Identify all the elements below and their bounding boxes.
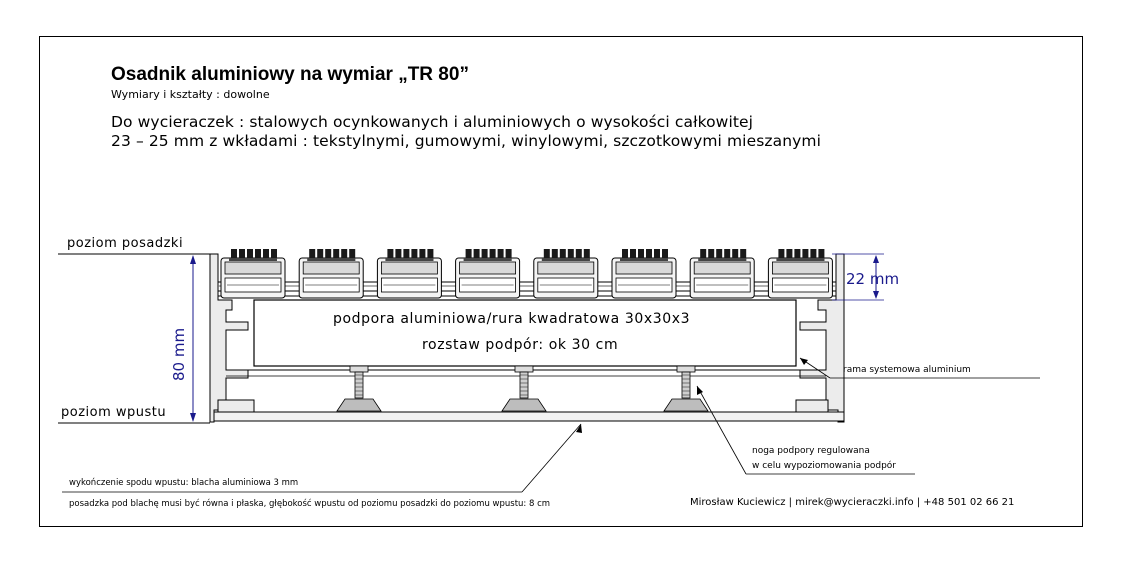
description-line-1: Do wycieraczek : stalowych ocynkowanych … xyxy=(111,113,754,131)
mat-module xyxy=(220,249,286,299)
height-arrow-bottom xyxy=(190,413,196,422)
drawing-subtitle: Wymiary i kształty : dowolne xyxy=(111,88,270,101)
height-arrow-top xyxy=(190,255,196,264)
mat-module xyxy=(455,249,521,299)
support-leg xyxy=(501,365,547,412)
floor-requirement-note: posadzka pod blachę musi być równa i pła… xyxy=(69,499,551,509)
mat-module xyxy=(611,249,677,299)
base-plate xyxy=(213,411,845,422)
support-legs xyxy=(336,365,709,412)
drawing-title: Osadnik aluminiowy na wymiar „TR 80” xyxy=(111,64,469,85)
recess-level-label: poziom wpustu xyxy=(61,405,167,420)
mat-module xyxy=(298,249,364,299)
mat-modules xyxy=(220,249,833,299)
drawing-frame xyxy=(39,36,1083,527)
leg-callout-line-1: noga podpory regulowana xyxy=(752,446,870,456)
mat-module xyxy=(767,249,833,299)
mat-module xyxy=(376,249,442,299)
contact-info: Mirosław Kuciewicz | mirek@wycieraczki.i… xyxy=(690,497,1015,508)
support-spacing: rozstaw podpór: ok 30 cm xyxy=(422,337,619,353)
support-leg xyxy=(663,365,709,412)
description-line-2: 23 – 25 mm z wkładami : tekstylnymi, gum… xyxy=(111,132,822,150)
support-tube xyxy=(253,299,797,367)
leg-callout-line-2: w celu wypoziomowania podpór xyxy=(752,461,896,471)
mat-module xyxy=(533,249,599,299)
support-leg xyxy=(336,365,382,412)
bottom-finish-note: wykończenie spodu wpustu: blacha alumini… xyxy=(69,478,299,488)
support-description: podpora aluminiowa/rura kwadratowa 30x30… xyxy=(333,311,691,327)
mat-height-label: 22 mm xyxy=(846,270,900,288)
frame-callout-label: rama systemowa aluminium xyxy=(843,365,971,375)
height-dimension-label: 80 mm xyxy=(170,327,188,381)
mat-module xyxy=(689,249,755,299)
floor-level-label: poziom posadzki xyxy=(67,236,184,251)
